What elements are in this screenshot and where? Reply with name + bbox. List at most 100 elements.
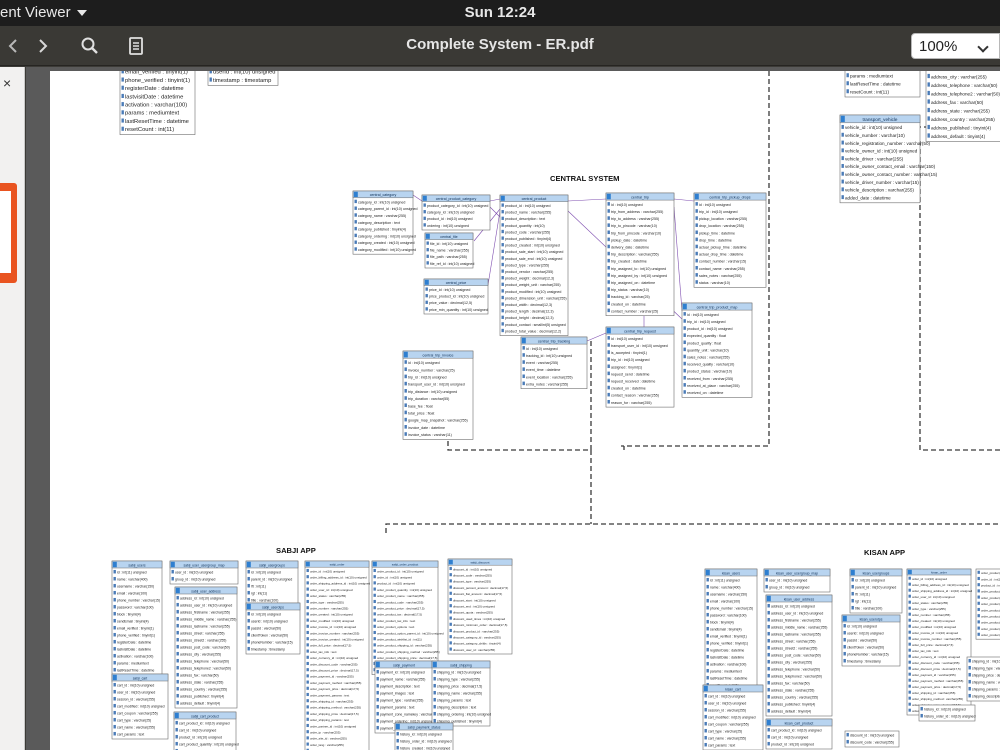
column-key-icon [113, 653, 116, 658]
column: category_description : text [358, 221, 400, 225]
clock[interactable]: Sun 12:24 [464, 4, 536, 21]
column: trip_created : datetime [611, 260, 647, 264]
column-key-icon [767, 645, 770, 650]
column-key-icon [306, 736, 309, 740]
table-header [520, 336, 588, 345]
column: invoice_status : varchar(11) [408, 433, 452, 437]
table-name: transport_vehicle [863, 117, 898, 122]
document-title: Complete System - ER.pdf [406, 36, 594, 53]
back-button[interactable] [2, 32, 24, 60]
column-key-icon [171, 569, 174, 574]
relation-link [489, 206, 501, 218]
search-button[interactable] [72, 32, 108, 60]
column-key-icon [843, 658, 846, 663]
header-bar [0, 26, 1000, 66]
close-icon[interactable]: × [3, 75, 12, 91]
column: group_id : int(10) unsigned [175, 578, 215, 582]
column: id : int(11) unsigned [710, 579, 740, 583]
column: order_status : varchar(255) [912, 601, 948, 605]
column-key-icon [767, 727, 770, 732]
column: contact_number : varchar(25) [611, 309, 658, 313]
table-central-product-category: central_product_categoryproduct_category… [421, 194, 491, 231]
column: address_lastname : varchar(255) [180, 625, 230, 629]
column: timestamp : timestamp [847, 660, 881, 664]
column-key-icon [977, 583, 980, 587]
column: product_quality : float [687, 341, 721, 345]
column-key-icon [706, 668, 709, 673]
column-key-icon [376, 676, 379, 681]
app-menu[interactable]: ent Viewer [0, 4, 87, 21]
column: category_published : tinyint(4) [358, 228, 406, 232]
table-header [111, 673, 169, 682]
column-key-icon [247, 625, 250, 630]
column-key-icon [706, 577, 709, 582]
column-key-icon [977, 620, 980, 624]
table-box [245, 602, 301, 655]
column-key-icon [908, 678, 911, 682]
column: address_telephone : varchar(50) [180, 660, 229, 664]
column-key-icon [927, 90, 930, 96]
column: product_published : tinyint(4) [505, 237, 551, 241]
zoom-select[interactable]: 100% [911, 33, 1000, 59]
column: params : mediumtext [117, 662, 149, 666]
table-header-icon [850, 569, 855, 576]
document-viewport[interactable]: email_verified : tinyint(1)phone_verifie… [26, 67, 1000, 750]
column-key-icon [306, 630, 309, 635]
column: order_full_price : decimal(17,5) [310, 644, 351, 648]
column-key-icon [522, 381, 525, 386]
column-key-icon [423, 203, 426, 207]
er-diagram: email_verified : tinyint(1)phone_verifie… [111, 71, 1000, 750]
column: order_product_id : int(10) unsigned [981, 571, 1000, 575]
column-key-icon [704, 714, 707, 719]
column: activation : varchar(100) [710, 663, 746, 667]
table-box [966, 656, 1000, 702]
column: discount_used_times : int(10) unsigned [453, 617, 506, 621]
column: cart_coupon : varchar(255) [117, 712, 158, 716]
column: trip_to_address : varchar(255) [611, 217, 659, 221]
column-key-icon [704, 693, 707, 698]
column: phone_verified : tinyint(1) [710, 642, 748, 646]
column: cart_modified : int(10) unsigned [117, 705, 165, 709]
page-thumbnail[interactable] [0, 183, 17, 283]
column: order_discount_code : varchar(255) [310, 662, 358, 666]
column-key-icon [396, 731, 399, 736]
column-key-icon [908, 672, 911, 676]
table-header [174, 586, 238, 595]
column: discount_category_id : varchar(255) [453, 635, 501, 639]
column: vehicle_number : varchar(10) [845, 133, 905, 138]
column: actual_drop_time : datetime [699, 253, 743, 257]
column-key-icon [977, 601, 980, 605]
column-key-icon [706, 605, 709, 610]
column: activation : varchar(100) [125, 103, 187, 109]
column-key-icon [373, 606, 376, 610]
column-key-icon [765, 584, 768, 589]
column-key-icon [306, 599, 309, 604]
column: received_quality : varchar(10) [687, 363, 734, 367]
column-key-icon [376, 669, 379, 674]
annotations-button[interactable] [118, 32, 154, 60]
column-key-icon [841, 171, 844, 176]
column-key-icon [767, 673, 770, 678]
column: contact_number : varchar(15) [699, 260, 746, 264]
forward-button[interactable] [32, 32, 54, 60]
column: created_on : datetime [611, 302, 646, 306]
caret-down-icon [76, 10, 87, 17]
column: order_product_shipping_method : varchar(… [377, 650, 440, 654]
column-key-icon [683, 319, 686, 323]
column-key-icon [908, 684, 911, 688]
table-header [111, 560, 163, 569]
table-name: sabji_shipping [450, 663, 472, 667]
column-key-icon [306, 692, 309, 697]
column: user_id : int(10) unsigned [175, 571, 213, 575]
column-key-icon [695, 265, 698, 270]
column: order_id : int(10) unsigned [310, 569, 345, 573]
column-key-icon [908, 576, 911, 580]
column-key-icon [683, 354, 686, 359]
column-key-icon [376, 718, 379, 723]
column-key-icon [306, 705, 309, 709]
column-key-icon [851, 598, 854, 603]
column: order_product_shipping_id : varchar(255) [981, 627, 1000, 631]
